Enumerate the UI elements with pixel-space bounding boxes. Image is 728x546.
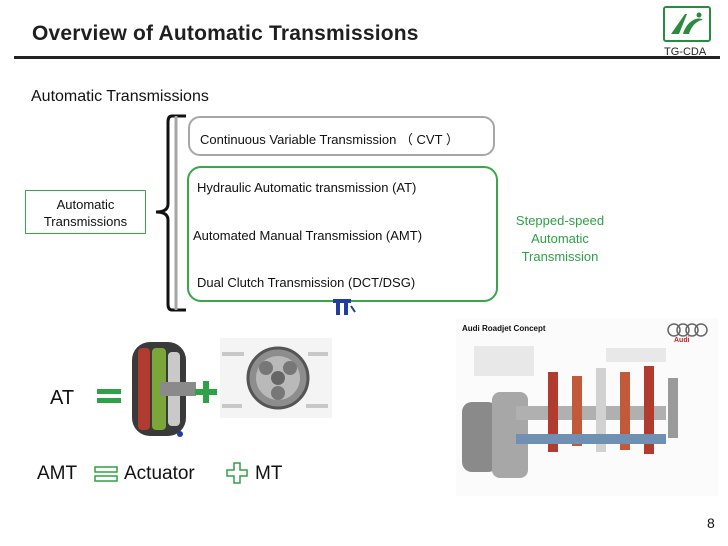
cvt-label: Continuous Variable Transmission （ CVT ）	[200, 132, 459, 147]
dct-item: Dual Clutch Transmission (DCT/DSG)	[197, 275, 416, 290]
roadjet-cutaway	[462, 346, 678, 478]
planetary-gear-image	[220, 338, 332, 418]
amt-item: Automated Manual Transmission (AMT)	[193, 228, 423, 243]
equals-icon	[97, 389, 121, 403]
mt-label: MT	[255, 463, 283, 484]
title-divider	[14, 56, 720, 59]
torque-converter-image	[132, 342, 196, 437]
grouping-brace	[155, 114, 186, 312]
stepped-speed-label: Stepped-speed Automatic Transmission	[515, 213, 605, 264]
section-heading: Automatic Transmissions	[31, 88, 209, 105]
actuator-label: Actuator	[124, 463, 195, 484]
plus-icon	[195, 381, 217, 403]
amt-equation-label: AMT	[37, 463, 78, 484]
audi-rings-icon	[667, 323, 708, 337]
root-category-box: Automatic Transmissions	[25, 190, 146, 234]
audi-wordmark: Audi	[674, 337, 690, 344]
tg-cda-logo-icon	[663, 6, 711, 42]
roadjet-title: Audi Roadjet Concept	[462, 324, 546, 333]
roadjet-diagram-image: Audi Roadjet Concept Audi	[456, 318, 718, 496]
at-item: Hydraulic Automatic transmission (AT)	[197, 180, 417, 195]
at-equation-label: AT	[50, 387, 75, 409]
pi-symbol-icon	[333, 299, 356, 315]
plus-outline-icon	[226, 462, 248, 484]
equals-outline-icon	[94, 466, 118, 482]
org-label: TG-CDA	[664, 46, 707, 58]
cvt-box	[188, 116, 495, 156]
slide-title: Overview of Automatic Transmissions	[32, 22, 419, 45]
stepped-transmissions-box	[187, 166, 498, 302]
page-number: 8	[707, 515, 715, 531]
